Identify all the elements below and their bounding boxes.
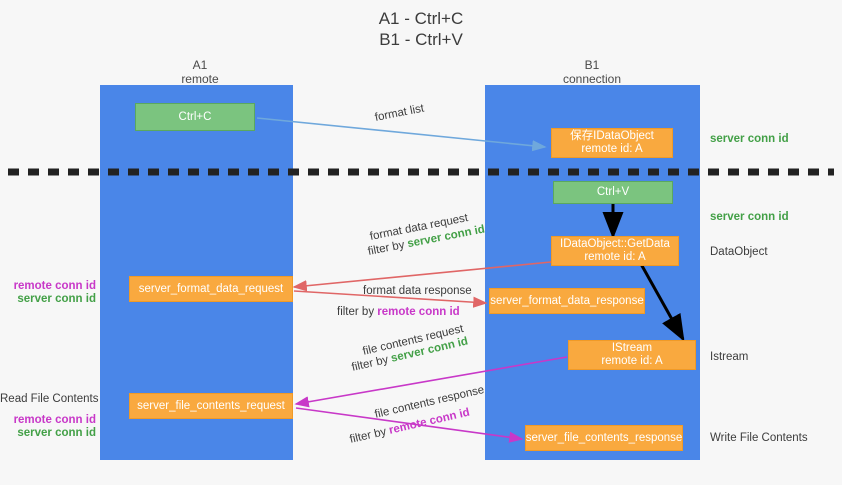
box-ctrl-v[interactable]: Ctrl+V [553,181,673,204]
box-server-file-contents-response[interactable]: server_file_contents_response [525,425,683,451]
column-header-a1: A1 remote [140,58,260,86]
filter-prefix: filter by [337,306,378,318]
box-server-file-contents-request-label: server_file_contents_request [137,399,285,412]
filter-key-remote-conn-id: remote conn id [377,306,460,318]
box-server-format-data-request[interactable]: server_format_data_request [129,276,293,302]
filter-prefix: filter by [350,353,393,374]
box-idataobject[interactable]: 保存IDataObject remote id: A [551,128,673,158]
annotation-dataobject: DataObject [710,246,768,258]
annotation-read-file-contents: Read File Contents [0,393,99,405]
box-ctrl-c-label: Ctrl+C [178,110,212,123]
box-istream[interactable]: IStream remote id: A [568,340,696,370]
annotation-remote-conn-id-bottom: remote conn id [13,414,96,426]
box-idataobject-getdata[interactable]: IDataObject::GetData remote id: A [551,236,679,266]
annotation-server-conn-id-top: server conn id [710,133,789,145]
column-header-b1-role: connection [562,72,622,86]
edge-label-format-list: format list [373,102,426,124]
annotation-write-file-contents: Write File Contents [710,432,808,444]
box-idataobject-line1: 保存IDataObject [570,130,654,142]
edge-label-format-data-response-filter: filter by remote conn id [337,305,460,319]
box-server-file-contents-request[interactable]: server_file_contents_request [129,393,293,419]
annotation-remote-conn-id-top: remote conn id [13,280,96,292]
edge-label-format-data-response: format data response [363,285,472,297]
column-header-a1-role: remote [181,72,219,86]
filter-prefix: filter by [348,425,391,446]
column-header-a1-name: A1 [192,58,208,72]
box-server-format-data-response-label: server_format_data_response [490,294,644,307]
page-title: A1 - Ctrl+C B1 - Ctrl+V [378,9,464,49]
box-ctrl-v-label: Ctrl+V [596,186,630,198]
annotation-istream: Istream [710,351,749,363]
box-idataobject-getdata-line1: IDataObject::GetData [560,238,670,250]
annotation-server-conn-id-second: server conn id [710,211,789,223]
box-istream-line2: remote id: A [601,355,663,367]
box-ctrl-c[interactable]: Ctrl+C [135,103,255,131]
annotation-server-conn-id-left-bottom: server conn id [17,427,96,439]
annotation-server-conn-id-left-top: server conn id [17,293,96,305]
box-idataobject-line2: remote id: A [581,143,643,155]
box-server-format-data-response[interactable]: server_format_data_response [489,288,645,314]
box-idataobject-getdata-line2: remote id: A [584,251,646,263]
box-server-file-contents-response-label: server_file_contents_response [525,431,683,444]
box-istream-line1: IStream [611,342,653,354]
column-header-b1-name: B1 [584,58,600,72]
box-server-format-data-request-label: server_format_data_request [138,282,284,295]
column-header-b1: B1 connection [532,58,652,86]
